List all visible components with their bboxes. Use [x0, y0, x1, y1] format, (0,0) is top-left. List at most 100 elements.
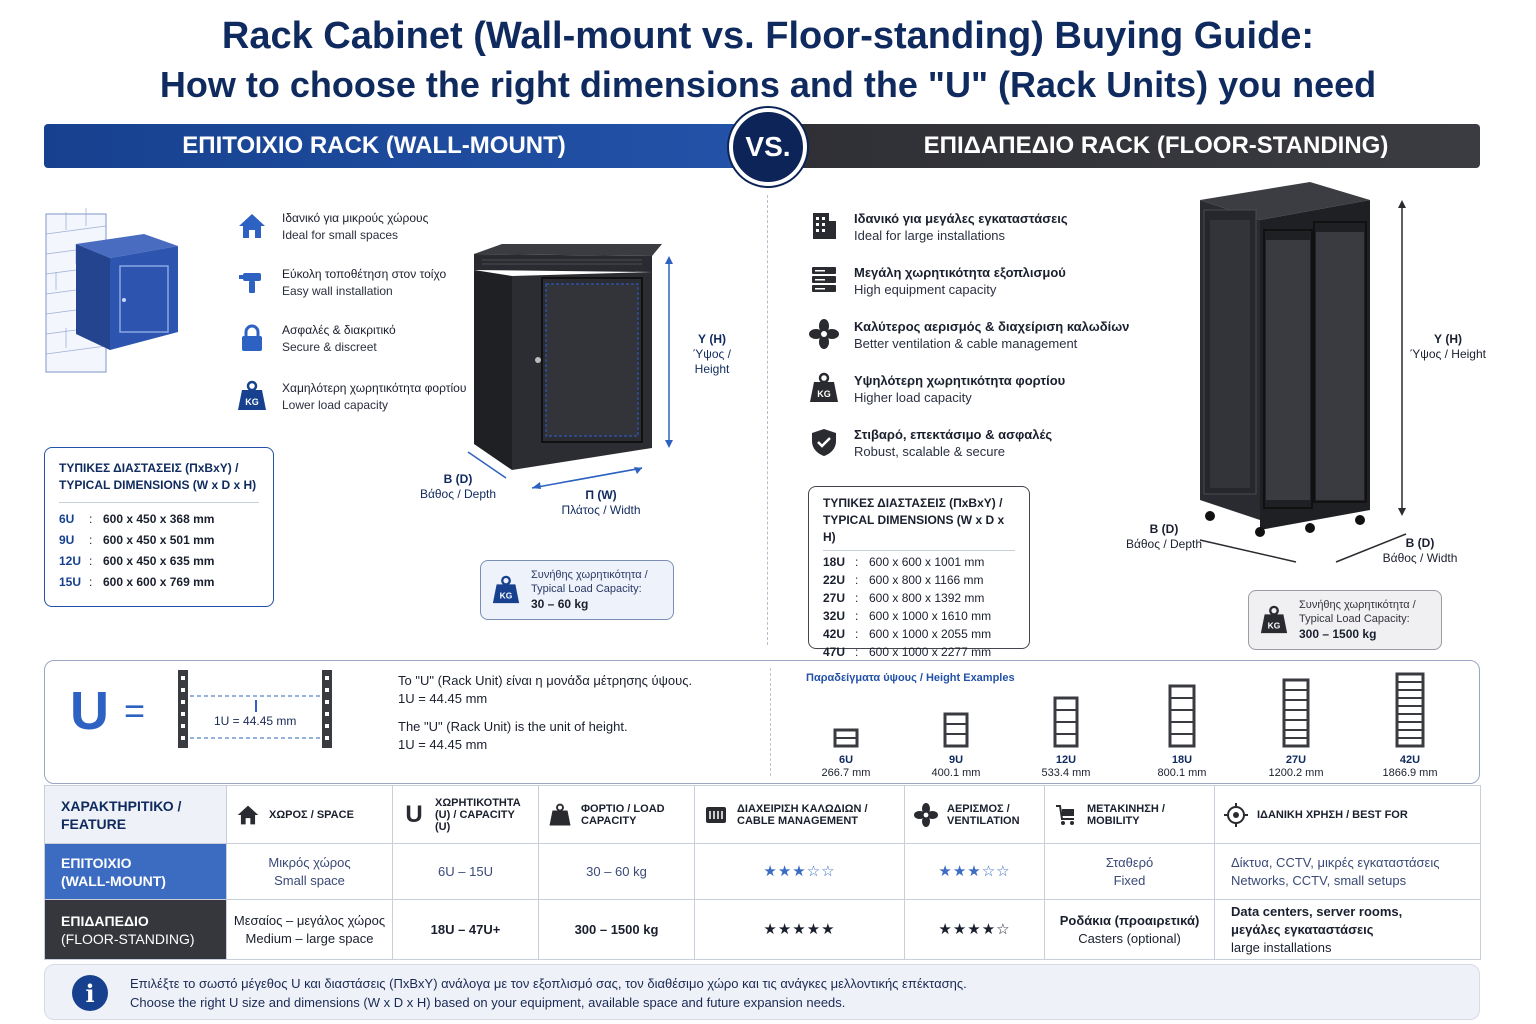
dimension-row: 6U:600 x 450 x 368 mm: [59, 509, 259, 530]
floor-cabinet-illustration: [1200, 182, 1406, 537]
feature-text-gr: Ασφαλές & διακριτικό: [282, 323, 396, 337]
fan-icon: [913, 802, 939, 828]
unit-desc-en: The "U" (Rack Unit) is the unit of heigh…: [398, 719, 628, 734]
title-line-2: How to choose the right dimensions and t…: [159, 64, 1377, 105]
header-label: ΜΕΤΑΚΙΝΗΣΗ / MOBILITY: [1087, 802, 1165, 827]
row-label-gr: ΕΠΙΔΑΠΕΔΙΟ: [61, 912, 149, 929]
cell-best-for: Data centers, server rooms,μεγάλες εγκατ…: [1214, 899, 1481, 960]
example-mm: 1200.2 mm: [1268, 767, 1324, 779]
equals-sign: =: [124, 690, 146, 731]
target-icon: [1223, 802, 1249, 828]
dimension-row: 9U:600 x 450 x 501 mm: [59, 530, 259, 551]
dim-value: 600 x 1000 x 2055 mm: [869, 627, 992, 641]
floor-depth-label: Β (D) Βάθος / Depth: [1122, 522, 1206, 552]
cell-load: 30 – 60 kg: [538, 843, 695, 900]
floor-standing-banner: ΕΠΙΔΑΠΕΔΙΟ RACK (FLOOR-STANDING): [792, 124, 1480, 168]
cell-text-line: large installations: [1231, 939, 1332, 955]
dim-unit: 47U: [823, 645, 846, 659]
row-label: ΕΠΙΤΟΙΧΙΟ(WALL-MOUNT): [44, 843, 227, 900]
section-divider: [767, 195, 768, 645]
table-row-floor-standing: ΕΠΙΔΑΠΕΔΙΟ(FLOOR-STANDING) Μεσαίος – μεγ…: [44, 899, 1481, 960]
cell-text-gr: Σταθερό: [1105, 854, 1154, 870]
dimension-row: 18U:600 x 600 x 1001 mm: [823, 555, 985, 569]
example-u: 12U: [1055, 754, 1077, 766]
row-label-en: (WALL-MOUNT): [61, 872, 166, 889]
divider: [59, 502, 259, 503]
cart-icon: [1053, 802, 1079, 828]
example-u: 6U: [838, 754, 854, 766]
wall-depth-label: Β (D) Βάθος / Depth: [416, 472, 500, 502]
feature-text-gr: Καλύτερος αερισμός & διαχείριση καλωδίων: [854, 319, 1130, 334]
floor-dimensions-box: ΤΥΠΙΚΕΣ ΔΙΑΣΤΑΣΕΙΣ (ΠxΒxΥ) / TYPICAL DIM…: [808, 486, 1030, 659]
cell-text-gr: Δίκτυα, CCTV, μικρές εγκαταστάσεις: [1231, 854, 1440, 870]
dim-unit: 12U: [59, 554, 82, 568]
height-example-42u: 42U 1866.9 mm: [1378, 672, 1442, 780]
width-label-code: Β (D): [1405, 536, 1435, 550]
building-icon: [808, 210, 840, 242]
dim-unit: 22U: [823, 573, 846, 587]
floor-dimension-arrows: [1199, 533, 1407, 563]
star-rating: ★★★★★: [763, 920, 836, 938]
unit-value-gr: 1U = 44.45 mm: [398, 691, 488, 706]
height-example-12u: 12U 533.4 mm: [1036, 696, 1096, 780]
cell-capacity: 18U – 47U+: [392, 899, 539, 960]
svg-text:KG: KG: [1268, 620, 1281, 630]
header-space: ΧΩΡΟΣ / SPACE: [226, 785, 393, 844]
dimension-row: 22U:600 x 800 x 1166 mm: [823, 573, 984, 587]
dimension-row: 15U:600 x 600 x 769 mm: [59, 572, 259, 593]
weight-icon: KG: [808, 372, 840, 404]
dimension-row: 32U:600 x 1000 x 1610 mm: [823, 609, 992, 623]
header-label: ΧΩΡΗΤΙΚΟΤΗΤΑ (U) / CAPACITY (U): [435, 796, 521, 833]
unit-symbol: U: [70, 681, 109, 741]
cell-text-gr: Μεσαίος – μεγάλος χώρος: [233, 912, 386, 928]
height-example-9u: 9U 400.1 mm: [926, 712, 986, 780]
rack-frame-icon: [1168, 684, 1196, 748]
info-text: Επιλέξτε το σωστό μέγεθος U και διαστάσε…: [130, 974, 967, 1012]
depth-label-code: Β (D): [443, 472, 473, 486]
wall-height-label: Υ (H) Ύψος / Height: [676, 332, 748, 377]
width-label-code: Π (W): [585, 488, 617, 502]
dim-value: 600 x 600 x 769 mm: [103, 575, 215, 589]
feature-text-gr: Ιδανικό για μεγάλες εγκαταστάσεις: [854, 211, 1068, 226]
dim-value: 600 x 800 x 1166 mm: [869, 573, 984, 587]
dim-unit: 6U: [59, 512, 75, 526]
cell-load: 300 – 1500 kg: [538, 899, 695, 960]
load-value: 30 – 60 kg: [531, 597, 589, 611]
cell-text-en: Medium – large space: [245, 930, 374, 946]
header-best-for: ΙΔΑΝΙΚΗ ΧΡΗΣΗ / BEST FOR: [1214, 785, 1481, 844]
floor-height-label: Υ (H) Ύψος / Height: [1410, 332, 1486, 362]
feature-text-gr: Ιδανικό για μικρούς χώρους: [282, 211, 429, 225]
weight-icon: KG: [492, 575, 520, 604]
example-mm: 1866.9 mm: [1382, 767, 1438, 779]
depth-label-text: Βάθος / Depth: [1125, 537, 1203, 551]
header-ventilation: ΑΕΡΙΣΜΟΣ / VENTILATION: [904, 785, 1045, 844]
info-bar: [44, 964, 1480, 1020]
weight-icon: KG: [1260, 605, 1288, 634]
rack-rail-diagram: [178, 670, 332, 748]
height-label-code: Υ (H): [698, 332, 726, 346]
feature-text-en: Better ventilation & cable management: [854, 336, 1078, 351]
feature-text-gr: Στιβαρό, επεκτάσιμο & ασφαλές: [854, 427, 1053, 442]
cell-text-en: Networks, CCTV, small setups: [1231, 872, 1407, 888]
cell-ventilation-rating: ★★★☆☆: [904, 843, 1045, 900]
height-label-code: Υ (H): [1434, 332, 1462, 346]
width-label-text: Πλάτος / Width: [561, 503, 641, 517]
dimension-row: 27U:600 x 800 x 1392 mm: [823, 591, 985, 605]
row-label-en: (FLOOR-STANDING): [61, 930, 195, 947]
feature-text-en: Robust, scalable & secure: [854, 444, 1006, 459]
header-label: ΑΕΡΙΣΜΟΣ / VENTILATION: [947, 802, 1020, 827]
house-icon: [236, 210, 268, 242]
example-mm: 533.4 mm: [1041, 767, 1091, 779]
dim-value: 600 x 1000 x 2277 mm: [869, 645, 992, 659]
header-feature: ΧΑΡΑΚΤΗΡΙΤΙΚΟ / FEATURE: [44, 785, 227, 844]
